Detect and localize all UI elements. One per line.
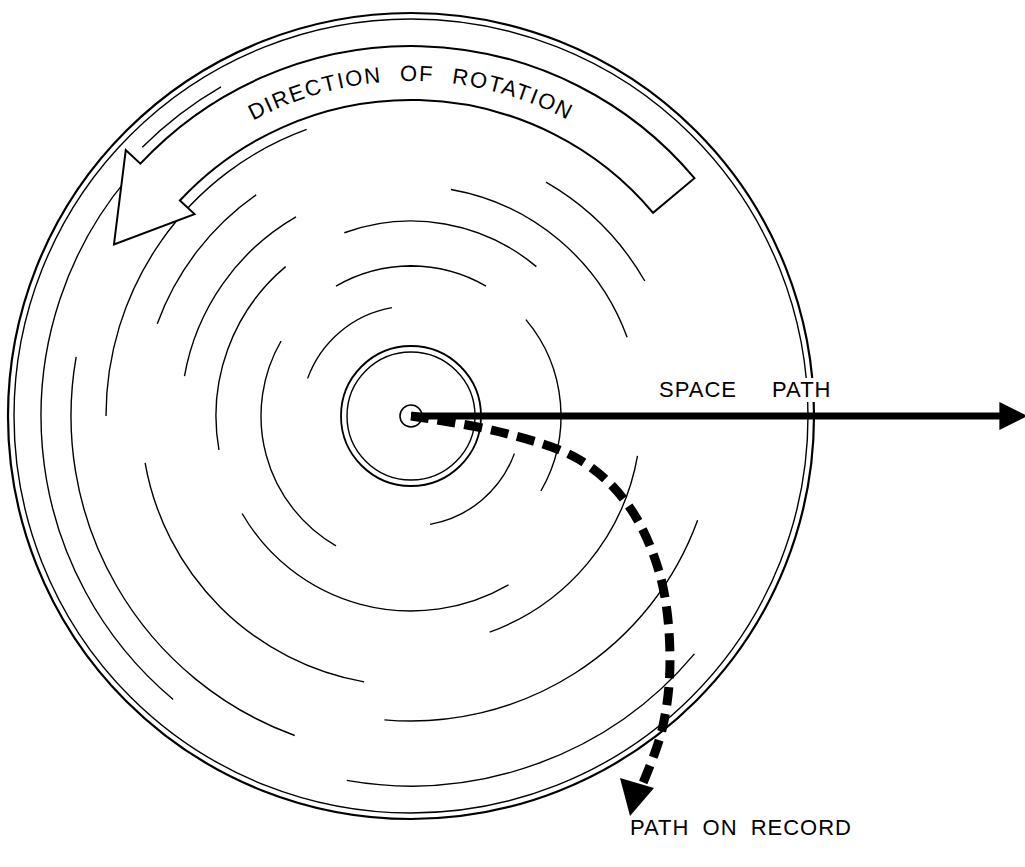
groove: [145, 463, 364, 682]
groove: [344, 221, 536, 267]
space-path-label: SPACE PATH: [655, 378, 835, 402]
groove: [430, 454, 514, 525]
groove: [41, 178, 173, 699]
groove: [384, 520, 697, 721]
groove: [451, 189, 627, 337]
groove: [336, 266, 486, 286]
groove: [184, 217, 296, 376]
groove: [261, 341, 336, 546]
groove: [490, 456, 638, 632]
record-path-curve: [411, 416, 670, 790]
path-arrows: [411, 416, 1005, 816]
groove: [308, 308, 392, 379]
rotation-arrow-outline: [114, 46, 694, 245]
space-path-arrow: [411, 413, 1005, 420]
groove: [242, 514, 508, 612]
rotation-arrow: DIRECTION OF ROTATION: [114, 46, 694, 245]
record-path-label: PATH ON RECORD: [626, 816, 856, 840]
record-path-head: [620, 778, 654, 816]
groove: [347, 654, 695, 786]
rotation-label: DIRECTION OF ROTATION: [244, 60, 579, 124]
groove: [71, 357, 295, 736]
groove: [216, 267, 286, 450]
groove: [546, 182, 645, 281]
groove: [526, 320, 561, 491]
